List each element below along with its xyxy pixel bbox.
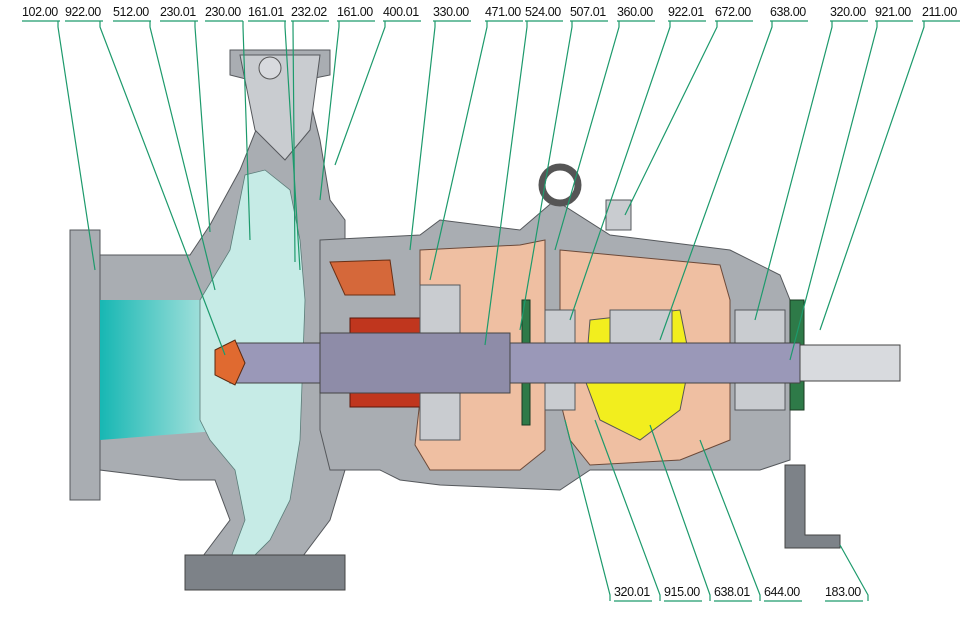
- vent-plug: [605, 199, 632, 231]
- leader-line: [659, 21, 773, 341]
- top-callout: 102.00: [22, 5, 96, 271]
- part-number-label: 230.01: [160, 5, 196, 19]
- top-callout: 360.00: [554, 5, 655, 251]
- leader-line: [754, 21, 833, 321]
- part-number-label: 102.00: [22, 5, 58, 19]
- part-number-label: 320.00: [830, 5, 866, 19]
- top-callout: 230.01: [160, 5, 211, 233]
- top-callout: 672.00: [624, 5, 753, 216]
- part-number-label: 672.00: [715, 5, 751, 19]
- impeller-nut: [214, 339, 246, 386]
- leader-line: [699, 439, 761, 601]
- part-number-label: 183.00: [825, 585, 861, 599]
- leader-line: [409, 21, 436, 251]
- top-callout: 230.00: [205, 5, 251, 241]
- leader-line: [292, 21, 296, 263]
- part-number-label: 360.00: [617, 5, 653, 19]
- leader-line: [564, 419, 611, 601]
- leader-line: [649, 424, 711, 601]
- top-callout: 512.00: [113, 5, 216, 291]
- shaft: [214, 332, 901, 394]
- part-number-label: 638.00: [770, 5, 806, 19]
- bottom-callout: 320.01: [564, 419, 652, 602]
- leader-line: [594, 419, 661, 601]
- leader-line: [554, 21, 620, 251]
- shaft-end: [799, 344, 901, 382]
- leader-line: [569, 21, 671, 321]
- part-number-label: 922.00: [65, 5, 101, 19]
- leader-line: [839, 544, 869, 601]
- top-callout: 524.00: [484, 5, 563, 346]
- part-number-label: 161.01: [248, 5, 284, 19]
- top-callout: 471.00: [429, 5, 523, 281]
- suction-inlet-flow: [100, 300, 230, 440]
- part-number-label: 644.00: [764, 585, 800, 599]
- top-callout: 320.00: [754, 5, 868, 321]
- top-callout: 922.01: [569, 5, 706, 321]
- part-number-label: 638.01: [714, 585, 750, 599]
- leader-line: [484, 21, 528, 346]
- top-callout: 161.01: [248, 5, 301, 271]
- part-number-label: 922.01: [668, 5, 704, 19]
- bottom-callout: 183.00: [825, 544, 869, 602]
- leader-line: [284, 21, 301, 271]
- part-number-label: 512.00: [113, 5, 149, 19]
- lifting-eye: [538, 163, 582, 207]
- top-callout: 232.02: [291, 5, 329, 263]
- leader-line: [789, 21, 878, 361]
- part-number-label: 524.00: [525, 5, 561, 19]
- bottom-callout: 638.01: [649, 424, 752, 602]
- part-number-label: 507.01: [570, 5, 606, 19]
- part-number-label: 921.00: [875, 5, 911, 19]
- leader-line: [57, 21, 96, 271]
- leader-line: [519, 21, 573, 331]
- bottom-callout: 915.00: [594, 419, 702, 602]
- top-callout: 400.01: [334, 5, 421, 166]
- part-number-label: 161.00: [337, 5, 373, 19]
- part-number-label: 915.00: [664, 585, 700, 599]
- leader-line: [149, 21, 216, 291]
- part-number-label: 230.00: [205, 5, 241, 19]
- top-callout: 330.00: [409, 5, 471, 251]
- discharge-nozzle: [239, 54, 321, 161]
- part-labels: 102.00 922.00 512.00 230.01 230.00 161.01 232.…: [22, 5, 960, 602]
- leader-line: [334, 21, 386, 166]
- leader-line: [319, 21, 340, 201]
- leader-line: [99, 21, 226, 356]
- part-number-label: 400.01: [383, 5, 419, 19]
- seal-ring: [329, 259, 396, 296]
- part-number-label: 330.00: [433, 5, 469, 19]
- leader-line: [819, 21, 925, 331]
- top-callout: 638.00: [659, 5, 808, 341]
- top-callout: 921.00: [789, 5, 913, 361]
- part-number-label: 232.02: [291, 5, 327, 19]
- part-number-label: 320.01: [614, 585, 650, 599]
- leader-line: [242, 21, 251, 241]
- top-callout: 211.00: [819, 5, 960, 331]
- leader-line: [429, 21, 488, 281]
- top-callout: 507.01: [519, 5, 608, 331]
- leader-line: [194, 21, 211, 233]
- top-callout: 922.00: [65, 5, 226, 356]
- top-callout: 161.00: [319, 5, 375, 201]
- support-foot: [784, 464, 841, 549]
- pump-casing: [69, 49, 346, 591]
- part-number-label: 471.00: [485, 5, 521, 19]
- part-number-label: 211.00: [922, 5, 957, 19]
- leader-line: [624, 21, 718, 216]
- bottom-callout: 644.00: [699, 439, 802, 602]
